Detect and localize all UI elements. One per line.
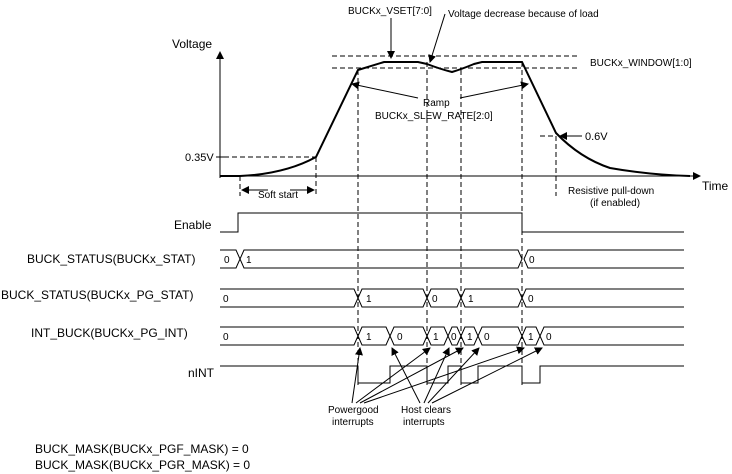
pg-stat-value-0: 0 xyxy=(223,294,229,305)
label-pg-stat: BUCK_STATUS(BUCKx_PG_STAT) xyxy=(1,288,193,302)
mask-line-2: BUCK_MASK(BUCKx_PGR_MASK) = 0 xyxy=(35,458,250,472)
buck-stat-value-2: 0 xyxy=(529,255,535,266)
mask-line-1: BUCK_MASK(BUCKx_PGF_MASK) = 0 xyxy=(35,442,249,456)
ramp-label: Ramp xyxy=(423,98,450,109)
pg-int-bus: 0 1 0 1 0 1 0 1 0 xyxy=(220,326,684,346)
pg-stat-bus: 0 1 0 1 0 xyxy=(220,288,684,308)
label-pg-int: INT_BUCK(BUCKx_PG_INT) xyxy=(31,326,188,340)
hostclears-arrow-2 xyxy=(423,347,450,404)
hostclears-arrow-1 xyxy=(391,347,421,404)
buck-stat-value-0: 0 xyxy=(224,255,230,266)
voltage-decrease-arrow xyxy=(428,13,446,63)
v035-label: 0.35V xyxy=(185,152,214,164)
hostclears-arrow-4 xyxy=(431,347,543,404)
pg-stat-value-4: 0 xyxy=(528,294,534,305)
powergood-arrow-3 xyxy=(359,347,464,404)
nint-waveform xyxy=(220,365,684,384)
pg-int-value-4: 0 xyxy=(451,332,457,343)
voltage-decrease-label: Voltage decrease because of load xyxy=(448,9,599,20)
powergood-arrow-4 xyxy=(363,346,525,404)
pulldown-label-line2: (if enabled) xyxy=(590,198,640,209)
hostclears-arrow-3 xyxy=(427,347,480,404)
voltage-plot: Voltage Time BUCKx_WINDOW[1:0] BUCKx_VSE… xyxy=(172,6,729,209)
pg-int-value-2: 0 xyxy=(397,332,403,343)
pg-stat-value-3: 1 xyxy=(468,294,474,305)
pg-int-value-3: 1 xyxy=(433,332,439,343)
hostclears-label-line1: Host clears xyxy=(401,405,451,416)
pg-stat-value-1: 1 xyxy=(366,294,372,305)
slew-rate-label: BUCKx_SLEW_RATE[2:0] xyxy=(375,111,493,122)
vset-label: BUCKx_VSET[7:0] xyxy=(348,6,432,17)
pg-int-value-5: 1 xyxy=(467,332,473,343)
powergood-arrow-2 xyxy=(355,347,431,404)
buck-stat-value-1: 1 xyxy=(246,255,252,266)
ramp-arrow-right xyxy=(459,81,529,99)
v06-label: 0.6V xyxy=(585,131,608,143)
label-buck-stat: BUCK_STATUS(BUCKx_STAT) xyxy=(27,252,195,266)
label-nint: nINT xyxy=(188,366,215,380)
buck-stat-bus: 0 1 0 xyxy=(220,249,684,269)
pulldown-label-line1: Resistive pull-down xyxy=(568,186,654,197)
enable-waveform xyxy=(220,212,684,233)
voltage-axis-label: Voltage xyxy=(172,37,212,51)
pg-int-value-6: 0 xyxy=(484,332,490,343)
pg-int-value-1: 1 xyxy=(366,332,372,343)
window-label: BUCKx_WINDOW[1:0] xyxy=(590,58,692,69)
pg-int-value-8: 0 xyxy=(546,332,552,343)
label-enable: Enable xyxy=(174,218,212,232)
powergood-label-line1: Powergood xyxy=(328,405,379,416)
powergood-arrow-1 xyxy=(351,347,363,404)
pg-stat-value-2: 0 xyxy=(432,294,438,305)
signal-labels: Enable BUCK_STATUS(BUCKx_STAT) BUCK_STAT… xyxy=(1,218,215,380)
powergood-label-line2: interrupts xyxy=(332,417,374,428)
soft-start-label: Soft start xyxy=(258,190,298,201)
time-axis-label: Time xyxy=(702,179,729,193)
pg-int-value-0: 0 xyxy=(223,332,229,343)
interrupt-annotations: Powergood interrupts Host clears interru… xyxy=(328,346,543,428)
hostclears-label-line2: interrupts xyxy=(403,417,445,428)
pg-int-value-7: 1 xyxy=(528,332,534,343)
ramp-arrow-left xyxy=(351,81,419,99)
voltage-curve xyxy=(220,61,691,177)
